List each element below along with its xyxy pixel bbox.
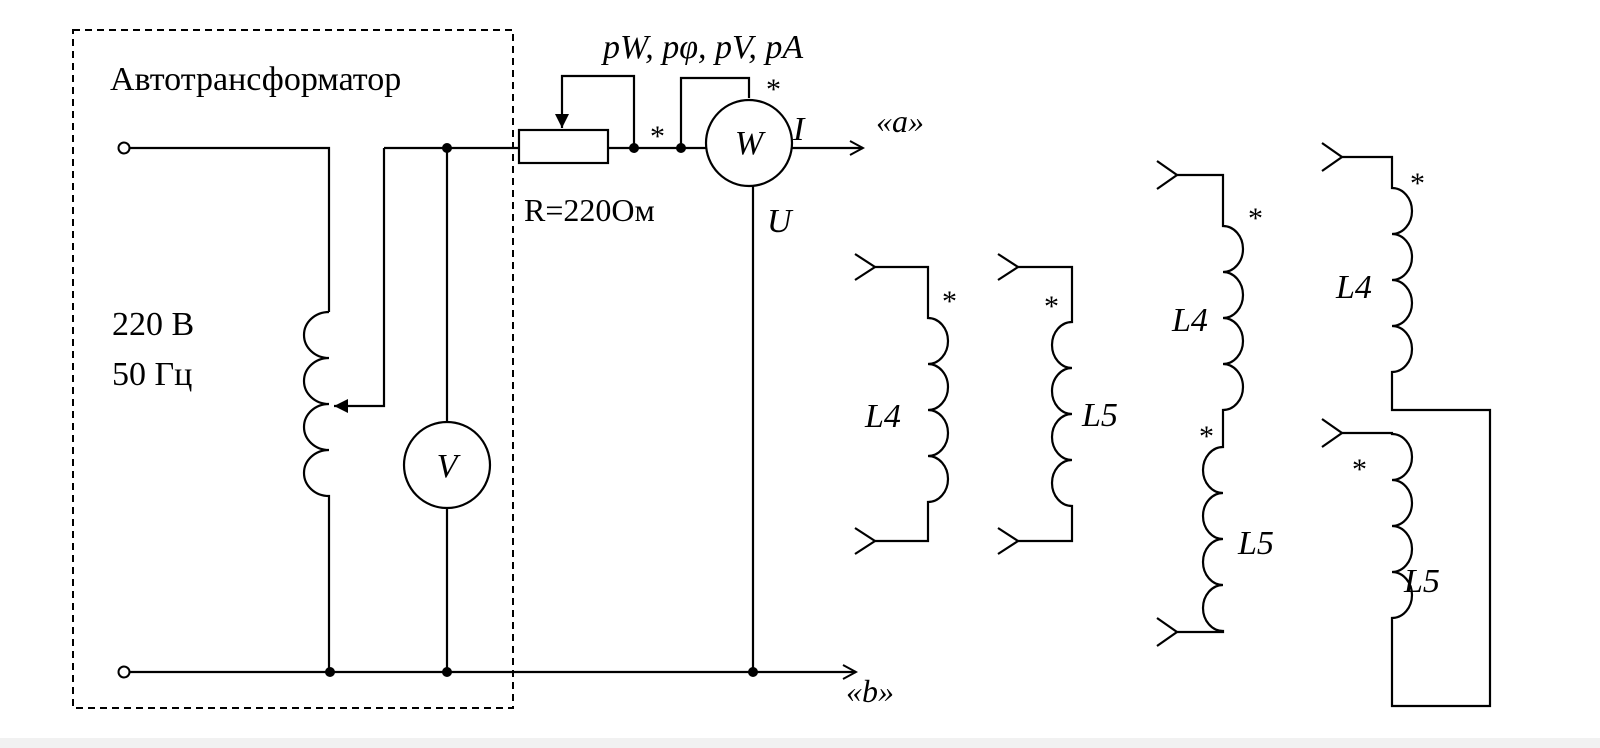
bottom-edge-strip bbox=[0, 738, 1600, 748]
inductor-l4-label: L4 bbox=[864, 398, 901, 435]
meter-group-header: pW, pφ, pV, pA bbox=[601, 29, 803, 66]
terminal-fork bbox=[854, 253, 878, 281]
junction-dot bbox=[442, 667, 452, 677]
terminal-fork bbox=[854, 527, 878, 555]
autotransformer-title: Автотрансформатор bbox=[110, 61, 401, 98]
junction-dot bbox=[442, 143, 452, 153]
star-marker: * bbox=[942, 285, 957, 318]
terminal-fork bbox=[997, 527, 1021, 555]
supply-frequency-label: 50 Гц bbox=[112, 356, 192, 393]
terminal-b-label: «b» bbox=[846, 673, 894, 709]
voltage-label: U bbox=[767, 203, 794, 240]
voltmeter bbox=[402, 420, 492, 510]
input-terminal-top bbox=[117, 141, 131, 155]
star-marker: * bbox=[1199, 420, 1214, 453]
terminal-fork bbox=[1156, 160, 1179, 190]
wattmeter bbox=[704, 98, 794, 188]
terminal-fork bbox=[1321, 418, 1344, 448]
inductor-series-coil bbox=[1177, 173, 1245, 634]
inductor-l5-label: L5 bbox=[1081, 397, 1118, 434]
inductor-l4-coil bbox=[875, 265, 950, 543]
wattmeter-voltage-coil-lead bbox=[679, 76, 751, 148]
rheostat-slider bbox=[555, 74, 636, 148]
star-marker: * bbox=[1248, 202, 1263, 235]
resistor bbox=[517, 128, 610, 165]
terminal-fork bbox=[1156, 617, 1179, 647]
inductor-series-l4-label: L4 bbox=[1171, 302, 1208, 339]
wattmeter-label: W bbox=[735, 125, 766, 162]
resistor-label: R=220Ом bbox=[524, 192, 655, 228]
inductor-series-l5-label: L5 bbox=[1237, 525, 1274, 562]
inductor-l5-coil bbox=[1018, 265, 1074, 543]
autotransformer-slider bbox=[334, 148, 386, 413]
inductor-counter-l5-label: L5 bbox=[1403, 563, 1440, 600]
star-marker: * bbox=[1352, 453, 1367, 486]
inductor-counter-l4-coil bbox=[1342, 155, 1492, 708]
terminal-fork bbox=[1321, 142, 1344, 172]
inductor-counter-l4-label: L4 bbox=[1335, 269, 1372, 306]
current-label: I bbox=[792, 111, 806, 148]
terminal-a-label: «a» bbox=[876, 103, 924, 139]
input-terminal-bottom bbox=[117, 665, 131, 679]
supply-voltage-label: 220 В bbox=[112, 306, 194, 343]
autotransformer-winding bbox=[302, 310, 331, 672]
star-marker: * bbox=[650, 120, 665, 153]
terminal-fork bbox=[997, 253, 1021, 281]
junction-dot bbox=[325, 667, 335, 677]
star-marker: * bbox=[1044, 290, 1059, 323]
star-marker: * bbox=[1410, 167, 1425, 200]
autotransformer-box bbox=[72, 29, 514, 709]
wire-input-top bbox=[130, 146, 331, 312]
star-marker: * bbox=[766, 73, 781, 106]
